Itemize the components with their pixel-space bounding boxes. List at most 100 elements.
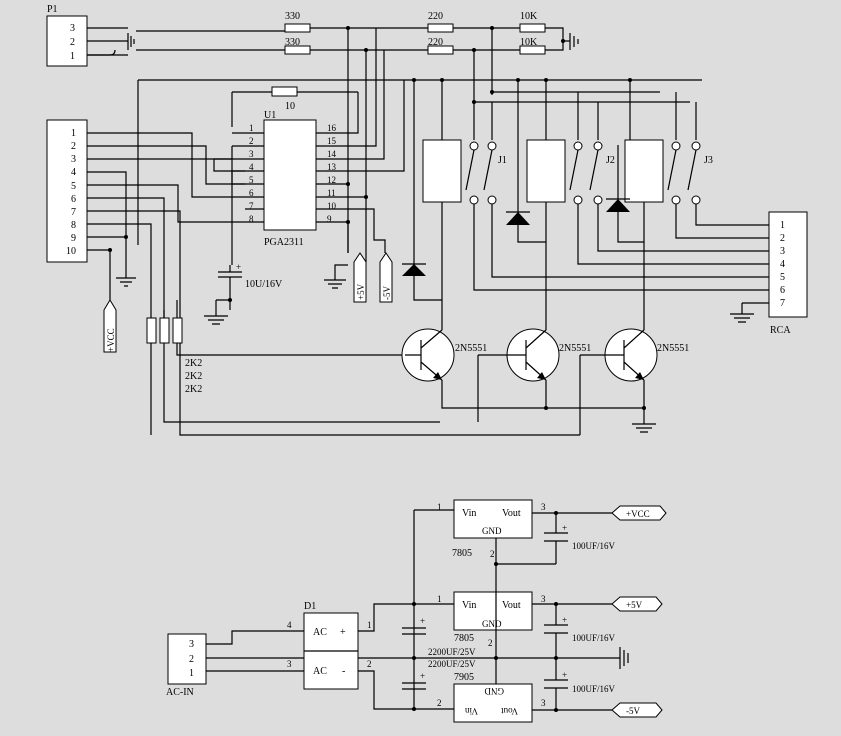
control-pin-label: 5: [71, 181, 76, 192]
reg-vin: Vin: [462, 600, 476, 611]
rca-pin-label: 5: [780, 272, 785, 283]
capacitor-2200b: + 2200UF/25V: [402, 659, 476, 690]
pin-label: 14: [327, 149, 337, 159]
ac-in-pin-label: 2: [189, 654, 194, 665]
pin-label: 13: [327, 162, 337, 172]
diode-d-relay1: [402, 263, 442, 301]
resistor-value: 220: [428, 37, 443, 48]
pin-label: 4: [249, 162, 254, 172]
vcc-flag-label: +VCC: [106, 328, 116, 352]
plus5-flag: +5V: [353, 252, 367, 303]
relay-j1: J1: [422, 102, 507, 205]
cap-value: 2200UF/25V: [428, 647, 476, 657]
ic-u1: U1 PGA2311 1 2 3 4 5 6 7 8 16 15 14 13 1…: [249, 110, 337, 248]
pin-label: 2: [249, 136, 254, 146]
resistor-10ka: 10K: [519, 11, 546, 33]
flag-plus5-out: +5V: [611, 596, 663, 612]
flag-label: +VCC: [626, 509, 650, 519]
ground-symbol: [569, 33, 579, 50]
resistor-220a: 220: [427, 11, 454, 33]
regulator-7905: 7905 GND Vin Vout 2 3: [437, 672, 546, 723]
pin-label: 9: [327, 214, 332, 224]
pin-label: 12: [327, 175, 336, 185]
flag-label: -5V: [626, 706, 640, 716]
resistor-value: 2K2: [185, 358, 202, 369]
reg-gnd: GND: [484, 686, 504, 696]
rca-pin-label: 3: [780, 246, 785, 257]
pin-label: 1: [437, 502, 442, 512]
transistor-q3: 2N5551: [580, 328, 689, 382]
relay-label: J2: [606, 155, 615, 166]
diode-d-relay3: [606, 145, 644, 243]
d1-ref: D1: [304, 601, 316, 612]
u1-left-pins: 1 2 3 4 5 6 7 8: [249, 123, 254, 224]
ground-symbol: [730, 313, 754, 323]
control-pin-label: 9: [71, 233, 76, 244]
regulator-7805a: Vin Vout GND 1 3 7805 2: [437, 499, 546, 559]
minus5-flag: -5V: [379, 252, 393, 303]
pin-label: 3: [541, 594, 546, 604]
connector-rca: 1 2 3 4 5 6 7 RCA: [768, 211, 808, 336]
ac-in-pin-label: 3: [189, 639, 194, 650]
pin-label: 10: [327, 201, 337, 211]
vcc-flag: +VCC: [103, 299, 117, 353]
relay-j2: J2: [526, 92, 615, 205]
rca-pin-label: 2: [780, 233, 785, 244]
resistor-10: 10: [271, 86, 298, 112]
pin-label: 2: [367, 659, 372, 669]
resistor-value: 10K: [520, 11, 538, 22]
control-pin-label: 2: [71, 141, 76, 152]
plus5-flag-label: +5V: [356, 283, 366, 300]
resistor-330a: 330: [284, 11, 311, 33]
pin-label: 8: [249, 214, 254, 224]
rca-pin-label: 1: [780, 220, 785, 231]
pin-label: 3: [287, 659, 292, 669]
resistor-value: 10: [285, 101, 295, 112]
svg-text:+: +: [420, 671, 425, 681]
svg-text:+: +: [562, 670, 567, 680]
reg-name: 7805: [452, 548, 472, 559]
resistor-value: 2K2: [185, 384, 202, 395]
pin-label: 3: [541, 698, 546, 708]
svg-text:+: +: [562, 523, 567, 533]
pin-label: 11: [327, 188, 336, 198]
pin-label: 16: [327, 123, 337, 133]
p1-pin-label: 3: [70, 23, 75, 34]
transistor-label: 2N5551: [455, 343, 487, 354]
resistor-330b: 330: [284, 37, 311, 55]
pin-label: 1: [367, 620, 372, 630]
flag-minus5-out: -5V: [611, 702, 663, 718]
reg-vin: Vin: [462, 508, 476, 519]
control-pin-label: 1: [71, 128, 76, 139]
svg-text:+: +: [236, 262, 241, 272]
control-pin-label: 7: [71, 207, 76, 218]
cap-value: 10U/16V: [245, 279, 283, 290]
cap-value: 100UF/16V: [572, 684, 616, 694]
ground-symbol: [324, 270, 346, 289]
pin-label: 1: [437, 594, 442, 604]
p1-label: P1: [47, 4, 58, 15]
connector-p1: P1 3 2 1: [46, 4, 88, 67]
pin-label: 6: [249, 188, 254, 198]
ground-symbol: [632, 418, 656, 433]
rca-pin-label: 7: [780, 298, 785, 309]
svg-text:+: +: [420, 616, 425, 626]
cap-value: 100UF/16V: [572, 541, 616, 551]
pin-label: 3: [541, 502, 546, 512]
resistor-value: 10K: [520, 37, 538, 48]
rca-pin-label: 6: [780, 285, 785, 296]
p1-pin-label: 2: [70, 37, 75, 48]
resistor-value: 330: [285, 37, 300, 48]
pin-label: 15: [327, 136, 337, 146]
ac-in-pin-label: 1: [189, 668, 194, 679]
connector-control: 1 2 3 4 5 6 7 8 9 10: [46, 119, 88, 263]
relay-label: J1: [498, 155, 507, 166]
reg-vout: Vout: [502, 600, 521, 611]
pin-label: 4: [287, 620, 292, 630]
regulator-7805b: Vin Vout GND 1 3 7805 2: [437, 591, 546, 648]
pin-label: 3: [249, 149, 254, 159]
control-pin-label: 3: [71, 154, 76, 165]
u1-right-pins: 16 15 14 13 12 11 10 9: [327, 123, 337, 224]
pin-label: 1: [249, 123, 254, 133]
reg-name: 7905: [454, 672, 474, 683]
